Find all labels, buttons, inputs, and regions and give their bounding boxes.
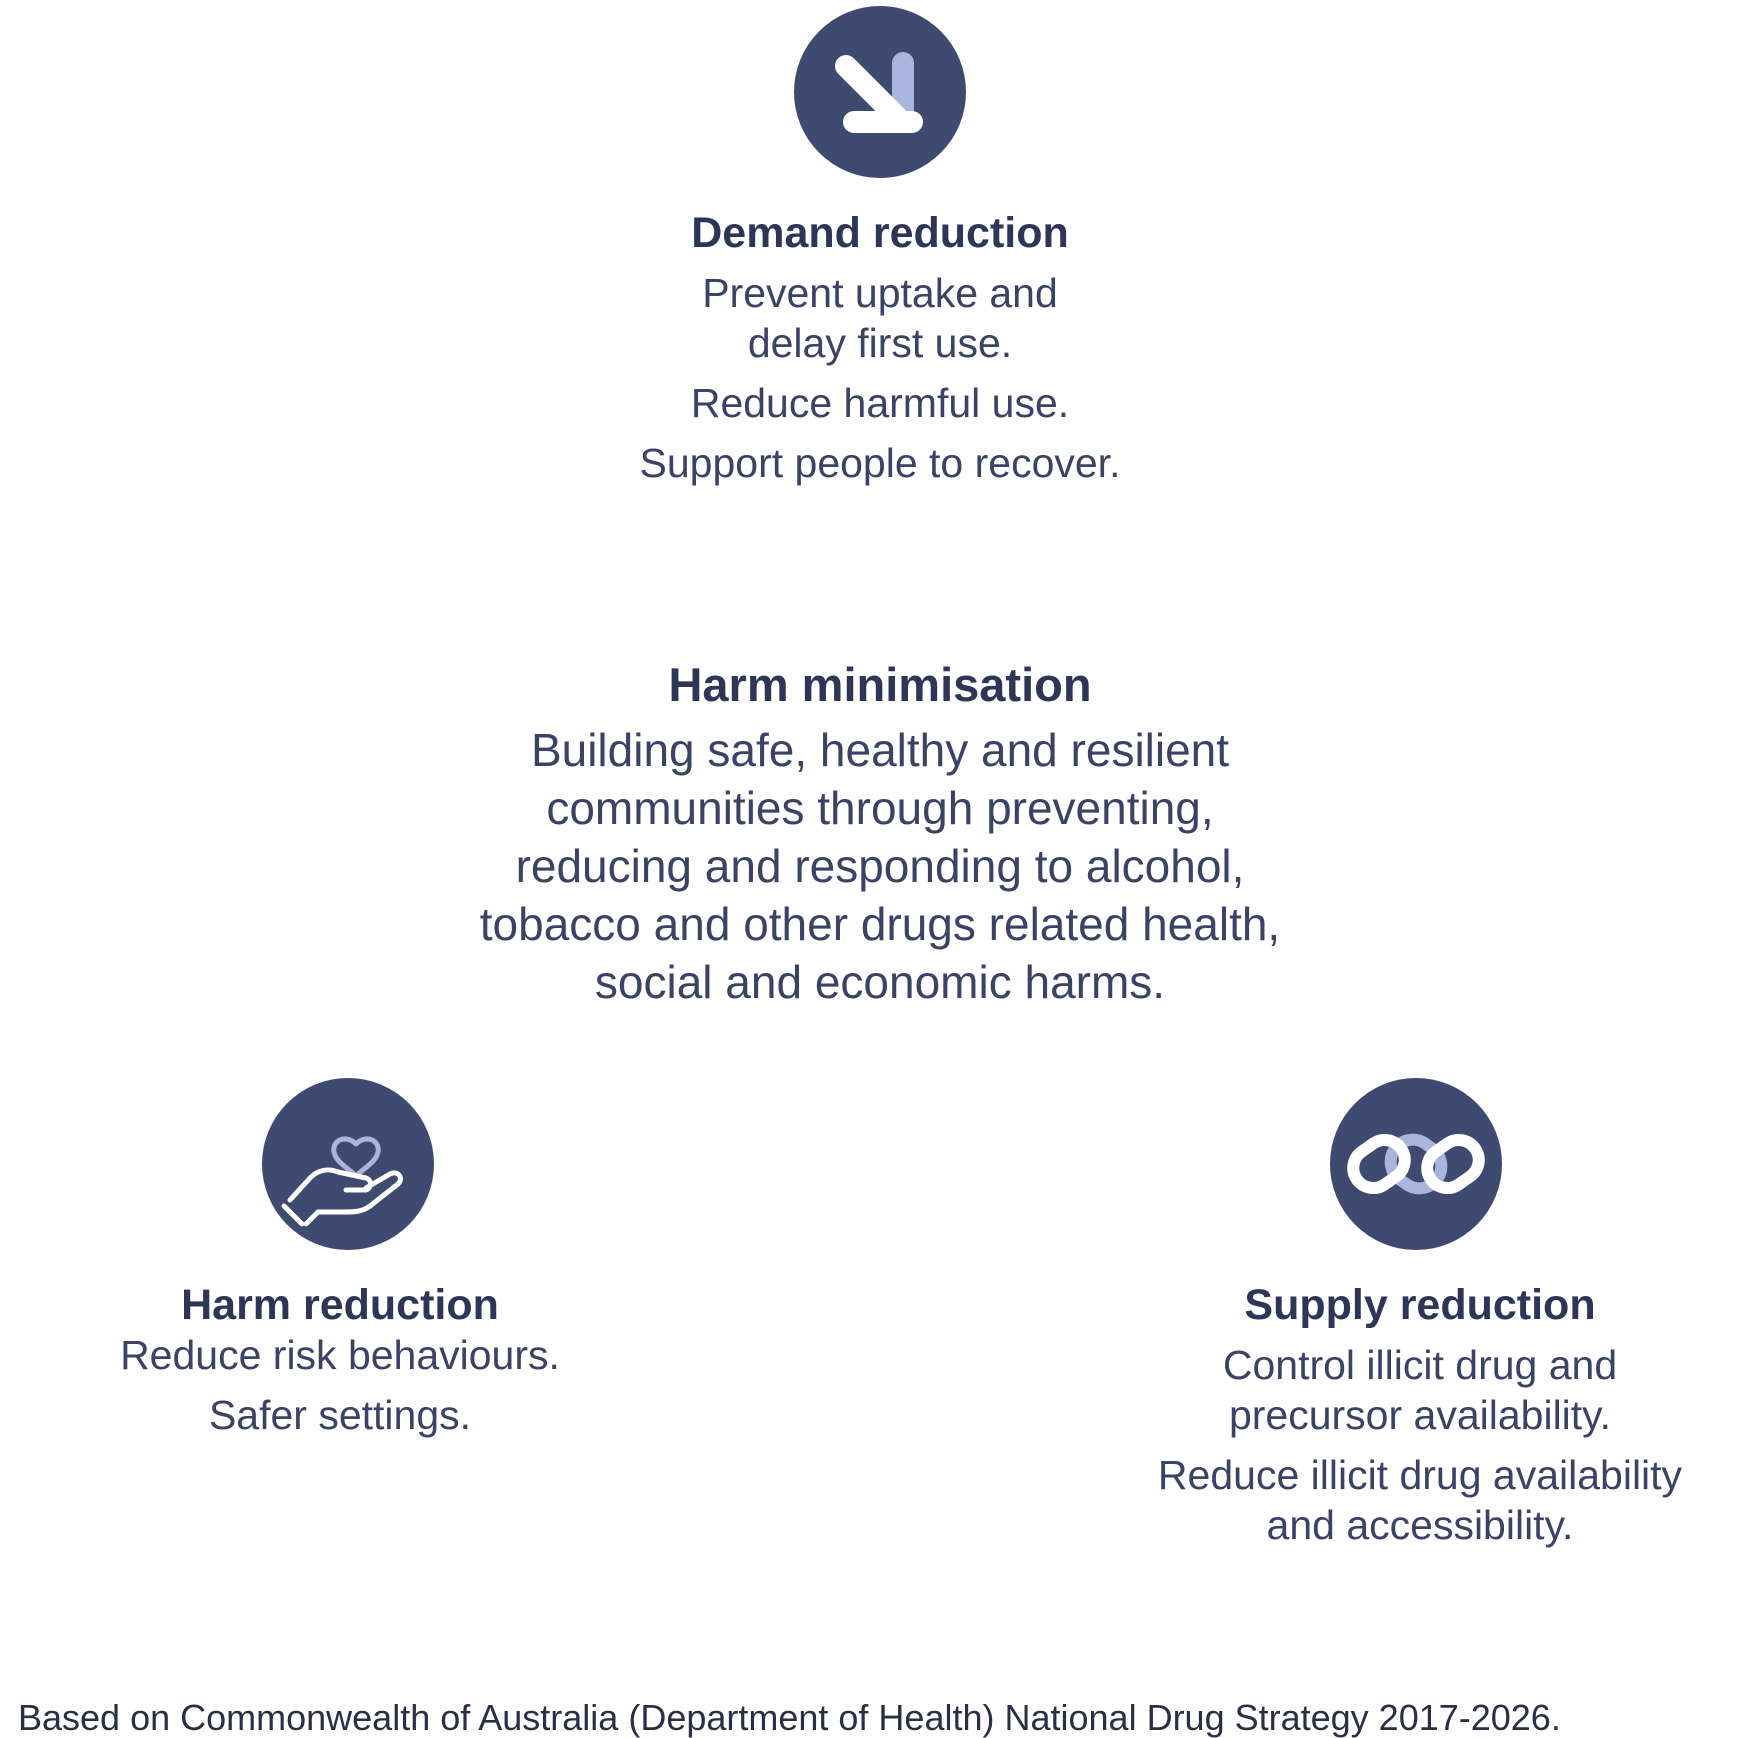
harm-minimisation-block: Harm minimisation Building safe, healthy… xyxy=(380,655,1380,1011)
demand-reduction-block: Demand reduction Prevent uptake and dela… xyxy=(560,208,1200,488)
supply-reduction-line: and accessibility. xyxy=(1266,1502,1574,1548)
supply-reduction-line: precursor availability. xyxy=(1228,1392,1612,1438)
harm-minimisation-line: reducing and responding to alcohol, xyxy=(515,840,1245,892)
supply-reduction-line: Control illicit drug and xyxy=(1222,1342,1618,1388)
hand-heart-icon xyxy=(281,1136,403,1227)
harm-reduction-line: Reduce risk behaviours. xyxy=(120,1332,560,1378)
harm-minimisation-line: communities through preventing, xyxy=(546,782,1214,834)
supply-reduction-block: Supply reduction Control illicit drug an… xyxy=(1110,1280,1730,1550)
demand-reduction-title: Demand reduction xyxy=(691,209,1069,257)
harm-reduction-title: Harm reduction xyxy=(181,1281,499,1329)
supply-reduction-icon-badge xyxy=(1330,1078,1502,1250)
harm-minimisation-line: Building safe, healthy and resilient xyxy=(530,724,1230,776)
source-footnote: Based on Commonwealth of Australia (Depa… xyxy=(18,1697,1561,1738)
arrow-down-right-icon xyxy=(835,52,923,133)
harm-minimisation-line: tobacco and other drugs related health, xyxy=(479,898,1281,950)
harm-reduction-block: Harm reduction Reduce risk behaviours. S… xyxy=(60,1280,620,1440)
demand-reduction-line: Support people to recover. xyxy=(639,440,1121,486)
demand-reduction-line: delay first use. xyxy=(747,320,1013,366)
harm-minimisation-title: Harm minimisation xyxy=(668,658,1092,711)
demand-reduction-icon-badge xyxy=(794,6,966,178)
supply-reduction-title: Supply reduction xyxy=(1244,1281,1596,1329)
demand-reduction-line: Prevent uptake and xyxy=(702,270,1058,316)
harm-minimisation-line: social and economic harms. xyxy=(594,956,1166,1008)
chain-link-icon xyxy=(1347,1133,1485,1195)
harm-reduction-icon-badge xyxy=(262,1078,434,1250)
harm-reduction-line: Safer settings. xyxy=(208,1392,472,1438)
demand-reduction-line: Reduce harmful use. xyxy=(690,380,1070,426)
supply-reduction-line: Reduce illicit drug availability xyxy=(1157,1452,1683,1498)
